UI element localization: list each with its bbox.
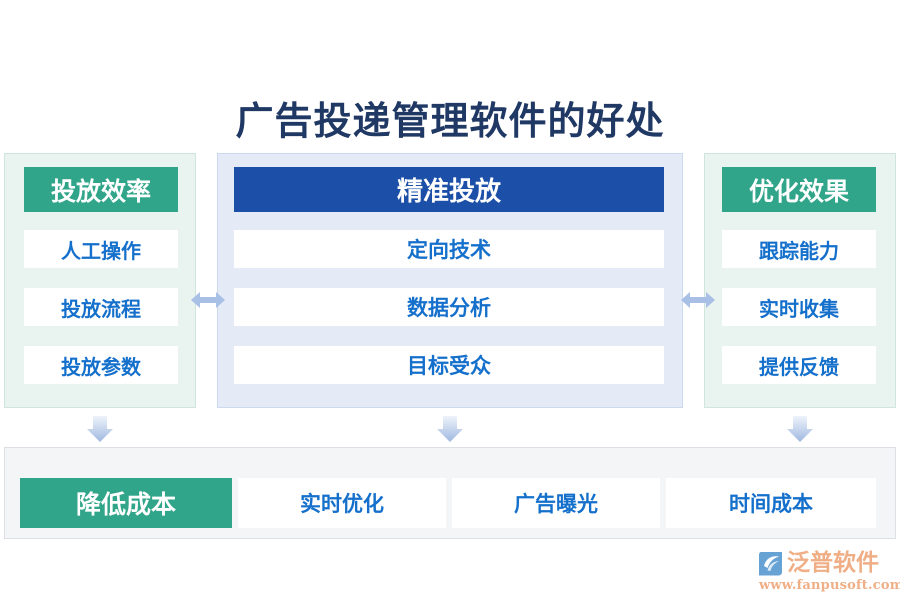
center-column-item-1[interactable]: 定向技术	[234, 230, 664, 268]
fanpu-logo-icon	[757, 550, 784, 577]
right-column-item-1[interactable]: 跟踪能力	[722, 230, 876, 268]
brand-row: 泛普软件	[757, 549, 893, 577]
right-column-item-3[interactable]: 提供反馈	[722, 346, 876, 384]
left-column-item-2[interactable]: 投放流程	[24, 288, 178, 326]
left-column-item-1[interactable]: 人工操作	[24, 230, 178, 268]
left-column-header[interactable]: 投放效率	[24, 167, 178, 212]
left-column-item-3[interactable]: 投放参数	[24, 346, 178, 384]
bottom-item-1[interactable]: 降低成本	[20, 478, 232, 528]
page-title: 广告投递管理软件的好处	[235, 98, 665, 143]
bottom-item-2[interactable]: 实时优化	[238, 478, 446, 528]
brand-watermark: 泛普软件 www.fanpusoft.com	[757, 549, 900, 593]
left-right-arrow-icon	[191, 288, 225, 312]
bottom-item-4[interactable]: 时间成本	[666, 478, 876, 528]
down-arrow-icon	[435, 414, 465, 444]
right-column-item-2[interactable]: 实时收集	[722, 288, 876, 326]
center-column-header[interactable]: 精准投放	[234, 167, 664, 212]
center-column-item-3[interactable]: 目标受众	[234, 346, 664, 384]
down-arrow-icon	[85, 414, 115, 444]
brand-name: 泛普软件	[787, 549, 879, 576]
left-right-arrow-icon	[681, 288, 715, 312]
bottom-item-3[interactable]: 广告曝光	[452, 478, 660, 528]
center-column-item-2[interactable]: 数据分析	[234, 288, 664, 326]
down-arrow-icon	[785, 414, 815, 444]
brand-url: www.fanpusoft.com	[759, 578, 900, 593]
right-column-header[interactable]: 优化效果	[722, 167, 876, 212]
